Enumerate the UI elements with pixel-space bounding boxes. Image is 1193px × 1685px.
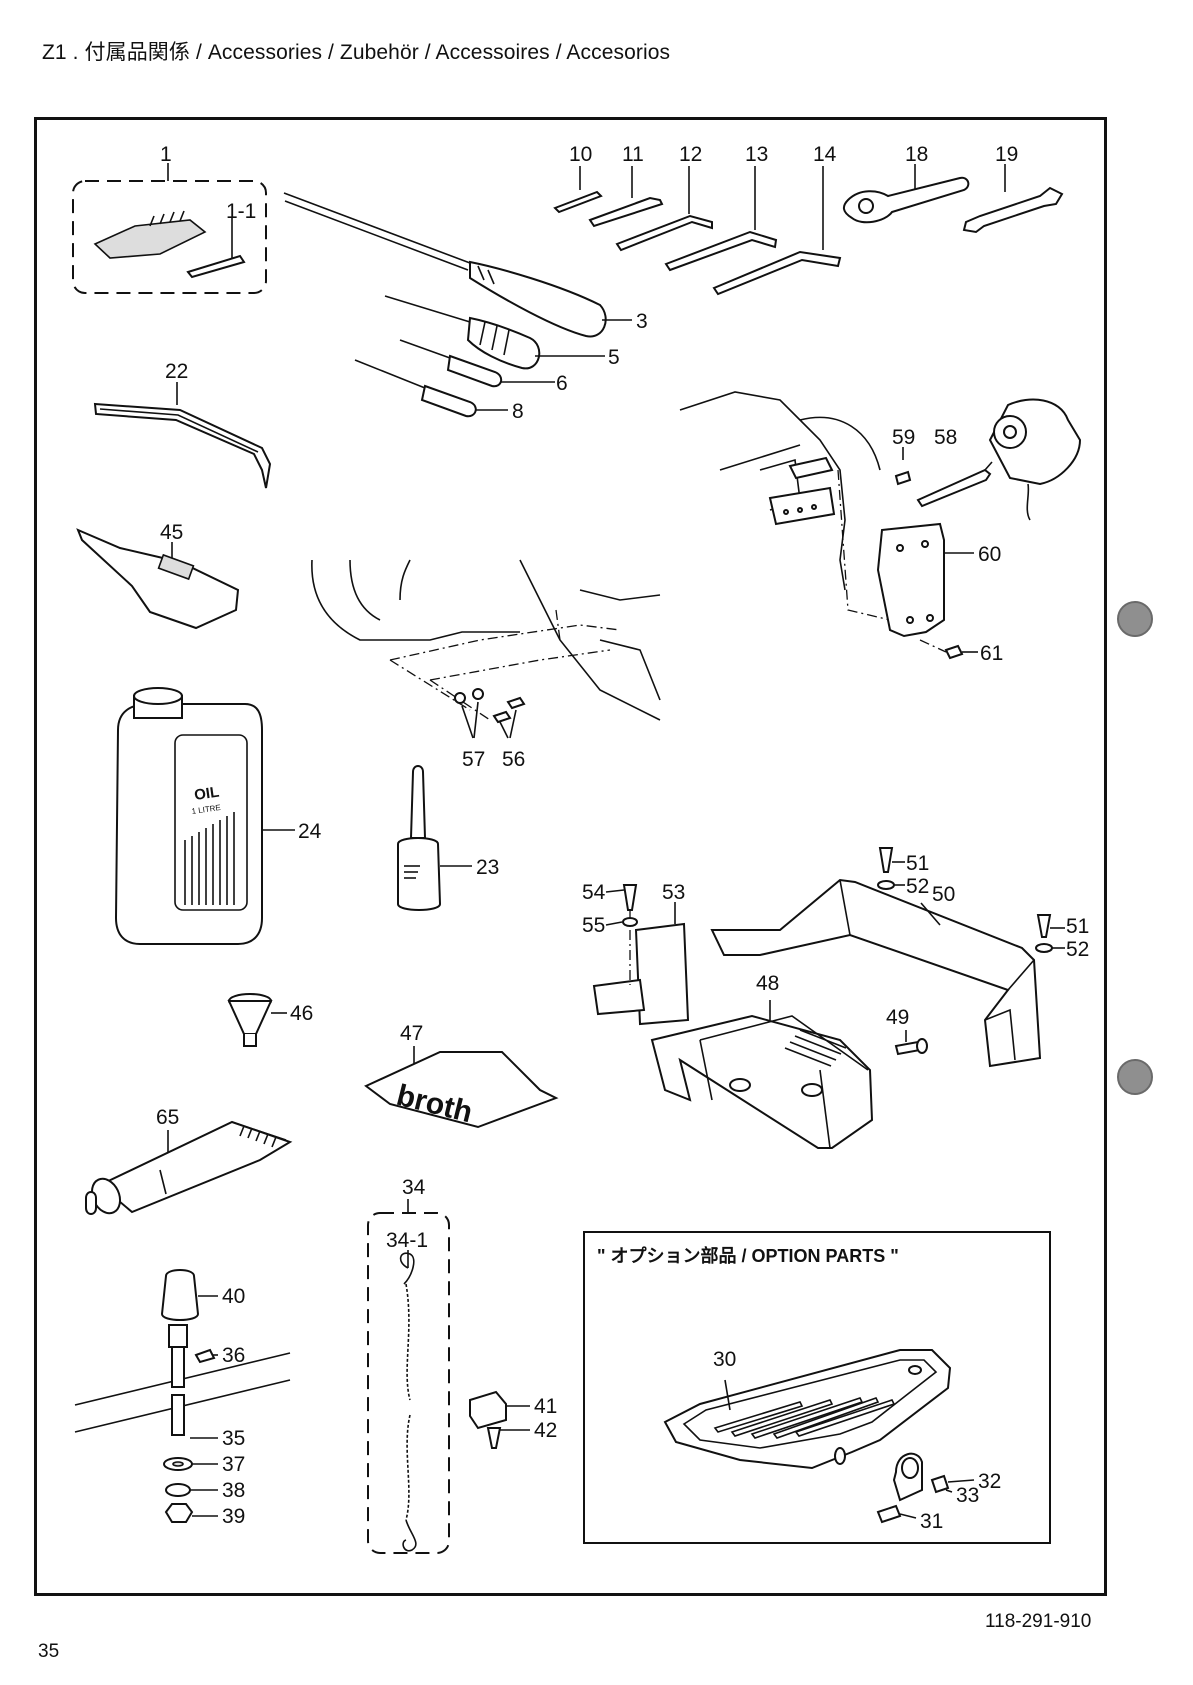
callout-46: 46 — [290, 1002, 313, 1025]
callout-51-b: 51 — [1066, 915, 1089, 938]
callout-11: 11 — [622, 143, 644, 166]
callout-6: 6 — [556, 372, 568, 395]
callout-47: 47 — [400, 1022, 423, 1045]
callout-36: 36 — [222, 1344, 245, 1367]
callout-53: 53 — [662, 881, 685, 904]
part-48-switch-box — [652, 1000, 872, 1148]
machine-bed-outline — [312, 560, 660, 738]
part-3-screwdriver-large — [284, 193, 632, 336]
callout-24: 24 — [298, 820, 322, 843]
callout-58: 58 — [934, 426, 957, 449]
callout-14: 14 — [813, 143, 837, 166]
callout-1-1: 1-1 — [226, 200, 256, 223]
callout-57: 57 — [462, 748, 485, 771]
callout-52-b: 52 — [1066, 938, 1089, 961]
callout-56: 56 — [502, 748, 525, 771]
callout-45: 45 — [160, 521, 183, 544]
callout-41: 41 — [534, 1395, 557, 1418]
callout-38: 38 — [222, 1479, 245, 1502]
callout-52-a: 52 — [906, 875, 929, 898]
machine-head-outline — [680, 392, 1080, 658]
part-24-oil-can: OIL 1 LITRE — [116, 688, 295, 944]
callout-40: 40 — [222, 1285, 245, 1308]
callout-54: 54 — [582, 881, 606, 904]
callout-37: 37 — [222, 1453, 245, 1476]
callout-19: 19 — [995, 143, 1018, 166]
callout-10: 10 — [569, 143, 592, 166]
callout-23: 23 — [476, 856, 499, 879]
oil-can-label: OIL — [193, 784, 220, 804]
part-42-screw — [488, 1428, 530, 1448]
callout-13: 13 — [745, 143, 768, 166]
callout-1: 1 — [160, 143, 172, 166]
callout-12: 12 — [679, 143, 702, 166]
part-19-wrench — [964, 164, 1062, 232]
callout-3: 3 — [636, 310, 648, 333]
part-54-55-screw-washer — [606, 885, 637, 926]
part-65-grease-tube — [86, 1122, 290, 1218]
option-parts-box: " オプション部品 / OPTION PARTS " — [583, 1231, 1051, 1544]
callout-51-a: 51 — [906, 852, 929, 875]
callout-65: 65 — [156, 1106, 179, 1129]
callout-49: 49 — [886, 1006, 909, 1029]
callout-55: 55 — [582, 914, 605, 937]
page-number: 35 — [38, 1641, 59, 1663]
callout-39: 39 — [222, 1505, 245, 1528]
callout-22: 22 — [165, 360, 188, 383]
callout-35: 35 — [222, 1427, 245, 1450]
part-45-oiler — [78, 530, 238, 628]
callout-34-1: 34-1 — [386, 1229, 428, 1252]
part-46-funnel — [229, 994, 287, 1046]
part-23-oil-bottle — [398, 766, 472, 910]
part-47-cover: broth — [366, 1046, 556, 1129]
part-22-tweezers — [95, 382, 270, 488]
part-41-bracket — [470, 1392, 530, 1428]
part-34-chain — [368, 1199, 449, 1553]
part-35-40-knee-lifter-stack — [75, 1270, 290, 1522]
part-1-toolkit — [73, 163, 266, 293]
document-number: 118-291-910 — [985, 1611, 1091, 1633]
callout-50: 50 — [932, 883, 955, 906]
callout-34: 34 — [402, 1176, 426, 1199]
callout-18: 18 — [905, 143, 928, 166]
part-18-wrench — [844, 164, 968, 222]
callout-61: 61 — [980, 642, 1003, 665]
callout-48: 48 — [756, 972, 779, 995]
callout-8: 8 — [512, 400, 524, 423]
callout-5: 5 — [608, 346, 620, 369]
part-10-14-hex-keys — [555, 166, 840, 294]
callout-59: 59 — [892, 426, 915, 449]
option-parts-title: " オプション部品 / OPTION PARTS " — [597, 1242, 899, 1268]
part-53-bracket — [594, 902, 688, 1024]
callout-42: 42 — [534, 1419, 557, 1442]
part-49-bolt — [896, 1030, 927, 1054]
callout-60: 60 — [978, 543, 1001, 566]
